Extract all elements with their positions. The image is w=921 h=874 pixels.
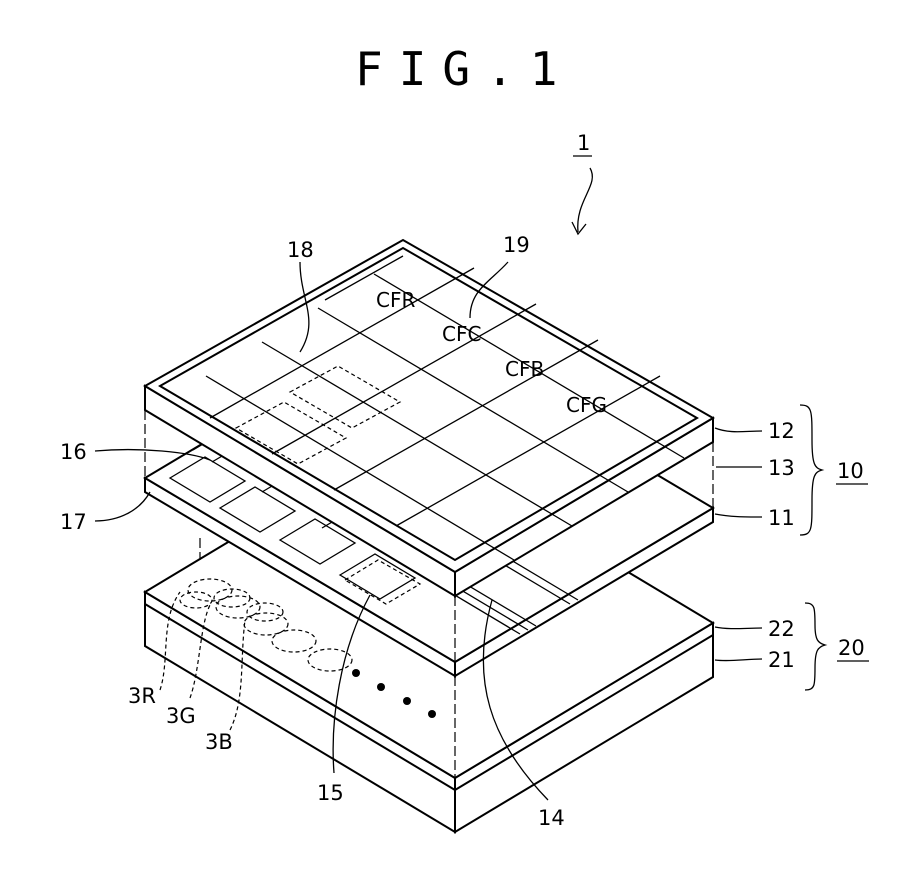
ref-10: 10	[837, 459, 864, 483]
ref-3G: 3G	[166, 704, 196, 728]
ref-12: 12	[768, 419, 795, 443]
ref-21: 21	[768, 648, 795, 672]
ref-3R: 3R	[128, 684, 156, 708]
ref-16: 16	[60, 440, 87, 464]
ref-20: 20	[838, 636, 865, 660]
dot	[377, 683, 385, 691]
device-ref-arrow	[578, 168, 593, 232]
figure-title: FIG.1	[355, 42, 573, 96]
dot	[352, 669, 360, 677]
ref-18: 18	[287, 238, 314, 262]
ref-14: 14	[538, 806, 565, 830]
brace-10	[800, 405, 822, 535]
brace-20	[805, 603, 825, 690]
cf-label-clear: CFC	[442, 322, 481, 346]
cf-label-blue: CFB	[505, 357, 544, 381]
ref-15: 15	[317, 781, 344, 805]
ref-3B: 3B	[205, 730, 233, 754]
cf-label-red: CFR	[376, 288, 415, 312]
ref-13: 13	[768, 456, 795, 480]
cf-label-green: CFG	[566, 393, 607, 417]
ref-19: 19	[503, 233, 530, 257]
dot	[428, 710, 436, 718]
device-ref-label: 1	[577, 131, 590, 155]
ref-11: 11	[768, 506, 795, 530]
ref-22: 22	[768, 617, 795, 641]
ref-17: 17	[60, 510, 87, 534]
dot	[403, 697, 411, 705]
device-ref-arrowhead	[572, 222, 586, 234]
